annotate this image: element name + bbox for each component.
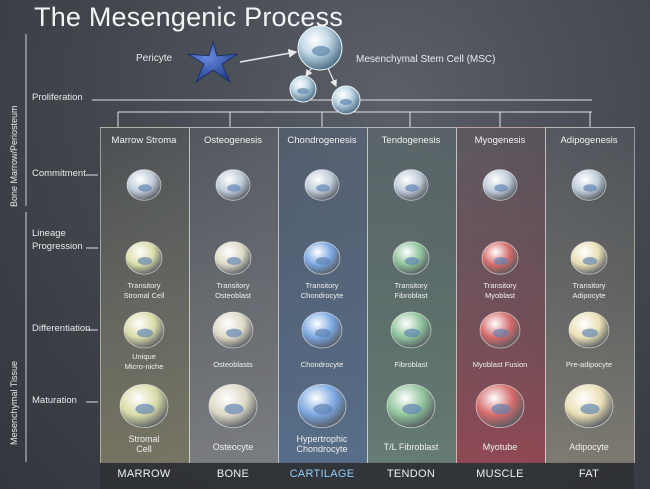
cell-icon: [123, 311, 165, 349]
msc-label: Mesenchymal Stem Cell (MSC): [356, 54, 496, 65]
row-label-differentiation: Differentiation: [32, 323, 91, 334]
cell-label: Cell: [136, 444, 152, 454]
pericyte-label: Pericyte: [136, 53, 173, 64]
cell-label: Fibroblast: [394, 290, 428, 300]
cell-label: Myotube: [482, 442, 518, 452]
cell-label: Adipocyte: [572, 290, 606, 300]
cell-label: Transitory: [572, 281, 606, 290]
row-label-progression: Progression: [32, 241, 83, 252]
stem-cell-sphere-icon: [297, 25, 343, 71]
cell-label: Fibroblast: [394, 360, 428, 369]
column-footer: MUSCLE: [476, 468, 524, 480]
column-header: Chondrogenesis: [287, 135, 357, 146]
column-footer: BONE: [216, 468, 250, 480]
stem-cell-sphere-icon: [331, 85, 361, 115]
cell-label: Stromal Cell: [123, 290, 165, 300]
cell-icon: [475, 383, 525, 429]
cell-icon: [126, 169, 162, 201]
cell-label: Transitory: [127, 281, 161, 290]
column-header: Adipogenesis: [560, 135, 618, 146]
cell-label: Chondrocyte: [300, 290, 344, 300]
column-footer: TENDON: [386, 468, 436, 480]
cell-icon: [386, 383, 436, 429]
cell-label: Osteoblast: [215, 290, 251, 300]
cell-label: Stromal: [128, 434, 160, 444]
cell-label: Chondrocyte: [296, 444, 348, 454]
row-label-proliferation: Proliferation: [32, 92, 83, 103]
page-title: The Mesengenic Process: [34, 2, 344, 32]
side-label-mesenchymal-tissue: Mesenchymal Tissue: [9, 360, 19, 445]
cell-label: Osteocyte: [212, 442, 254, 452]
cell-label: Myoblast: [484, 290, 515, 300]
cell-icon: [393, 169, 429, 201]
cell-icon: [301, 311, 343, 349]
cell-label: Pre-adipocyte: [565, 360, 613, 369]
cell-icon: [568, 311, 610, 349]
column-footer: CARTILAGE: [289, 468, 355, 480]
cell-icon: [482, 169, 518, 201]
stem-cell-sphere-icon: [289, 75, 317, 103]
cell-icon: [119, 383, 169, 429]
cell-label: Transitory: [483, 281, 517, 290]
cell-icon: [215, 169, 251, 201]
cell-icon: [571, 169, 607, 201]
column-header: Osteogenesis: [203, 135, 263, 146]
cell-icon: [303, 241, 341, 275]
cell-icon: [208, 383, 258, 429]
side-label-bone-marrow: Bone Marrow/Periosteum: [9, 105, 19, 207]
footer-bar: [100, 462, 634, 489]
cell-label: Transitory: [394, 281, 428, 290]
cell-icon: [564, 383, 614, 429]
cell-icon: [392, 241, 430, 275]
cell-icon: [304, 169, 340, 201]
column-header: Marrow Stroma: [111, 135, 177, 146]
row-label-lineage: Lineage: [32, 228, 66, 239]
row-label-commitment: Commitment: [32, 168, 86, 179]
cell-label: Myoblast Fusion: [472, 360, 528, 369]
cell-label: Adipocyte: [569, 442, 609, 452]
column-header: Myogenesis: [474, 135, 526, 146]
cell-icon: [214, 241, 252, 275]
cell-label: Hypertrophic: [296, 434, 348, 444]
cell-label: Micro-niche: [124, 361, 164, 371]
cell-label: Transitory: [305, 281, 339, 290]
cell-label: T/L Fibroblast: [383, 442, 439, 452]
cell-icon: [212, 311, 254, 349]
row-label-maturation: Maturation: [32, 395, 77, 406]
pericyte-star-icon: [187, 40, 239, 84]
cell-icon: [570, 241, 608, 275]
column-footer: FAT: [578, 468, 600, 480]
cell-label: Chondrocyte: [300, 360, 344, 369]
cell-label: Unique: [132, 352, 156, 361]
cell-label: Osteoblasts: [213, 360, 253, 369]
column-footer: MARROW: [117, 468, 171, 480]
cell-icon: [479, 311, 521, 349]
column-header: Tendogenesis: [381, 135, 441, 146]
cell-icon: [481, 241, 519, 275]
cell-icon: [390, 311, 432, 349]
cell-label: Transitory: [216, 281, 250, 290]
cell-icon: [125, 241, 163, 275]
cell-icon: [297, 383, 347, 429]
pericyte-arrow: [239, 48, 298, 63]
